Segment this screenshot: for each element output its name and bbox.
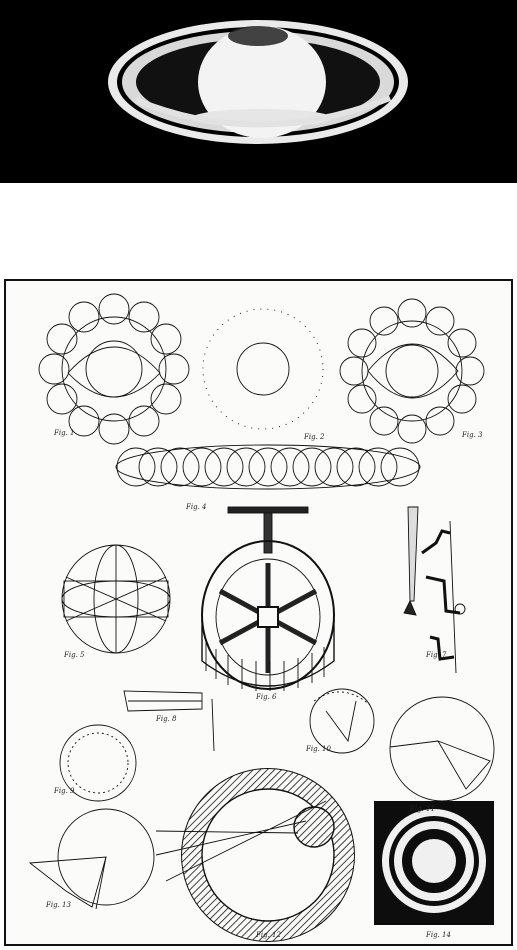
fig-label-3: Fig. 3	[461, 431, 483, 439]
engraved-plate: Fig. 1 Fig. 2 Fig. 3 Fig. 4 Fig. 5 Fig. …	[4, 279, 513, 946]
figure-6-spoked-wheel-model	[201, 506, 335, 691]
figure-11-circle-triangle	[389, 696, 495, 802]
saturn-photograph	[0, 0, 517, 183]
figure-8-line-construction	[123, 690, 215, 752]
fig-label-7: Fig. 7	[425, 651, 447, 659]
fig-label-8: Fig. 8	[155, 715, 177, 723]
fig-label-5: Fig. 5	[63, 651, 85, 659]
plate-drawing: Fig. 1 Fig. 2 Fig. 3 Fig. 4 Fig. 5 Fig. …	[28, 293, 495, 942]
fig-label-1: Fig. 1	[53, 429, 74, 437]
figure-2-dotted-ring	[202, 308, 324, 430]
fig-label-6: Fig. 6	[255, 693, 277, 701]
figure-4-loop-chain	[115, 444, 421, 490]
figure-5-armillary-sphere	[61, 544, 171, 654]
fig-label-11: Fig. 11	[409, 805, 435, 813]
figure-14-concentric-rings	[374, 801, 494, 925]
figure-1-ring-of-satellites	[38, 293, 190, 445]
figure-12-hatched-ring	[155, 768, 355, 942]
figure-7-mechanism	[403, 506, 466, 674]
fig-label-10: Fig. 10	[305, 745, 331, 753]
fig-label-2: Fig. 2	[303, 433, 325, 441]
fig-label-13: Fig. 13	[45, 901, 71, 909]
figure-10-circle-construction	[309, 688, 375, 754]
fig-label-4: Fig. 4	[185, 503, 206, 511]
figure-3-ring-of-satellites	[339, 298, 485, 444]
fig-label-9: Fig. 9	[53, 787, 75, 795]
fig-label-14: Fig. 14	[425, 931, 451, 939]
saturn-image	[0, 0, 517, 183]
figure-13-circle-lines	[28, 808, 155, 910]
figure-9-concentric-circles	[59, 724, 137, 802]
fig-label-12: Fig. 12	[255, 931, 281, 939]
